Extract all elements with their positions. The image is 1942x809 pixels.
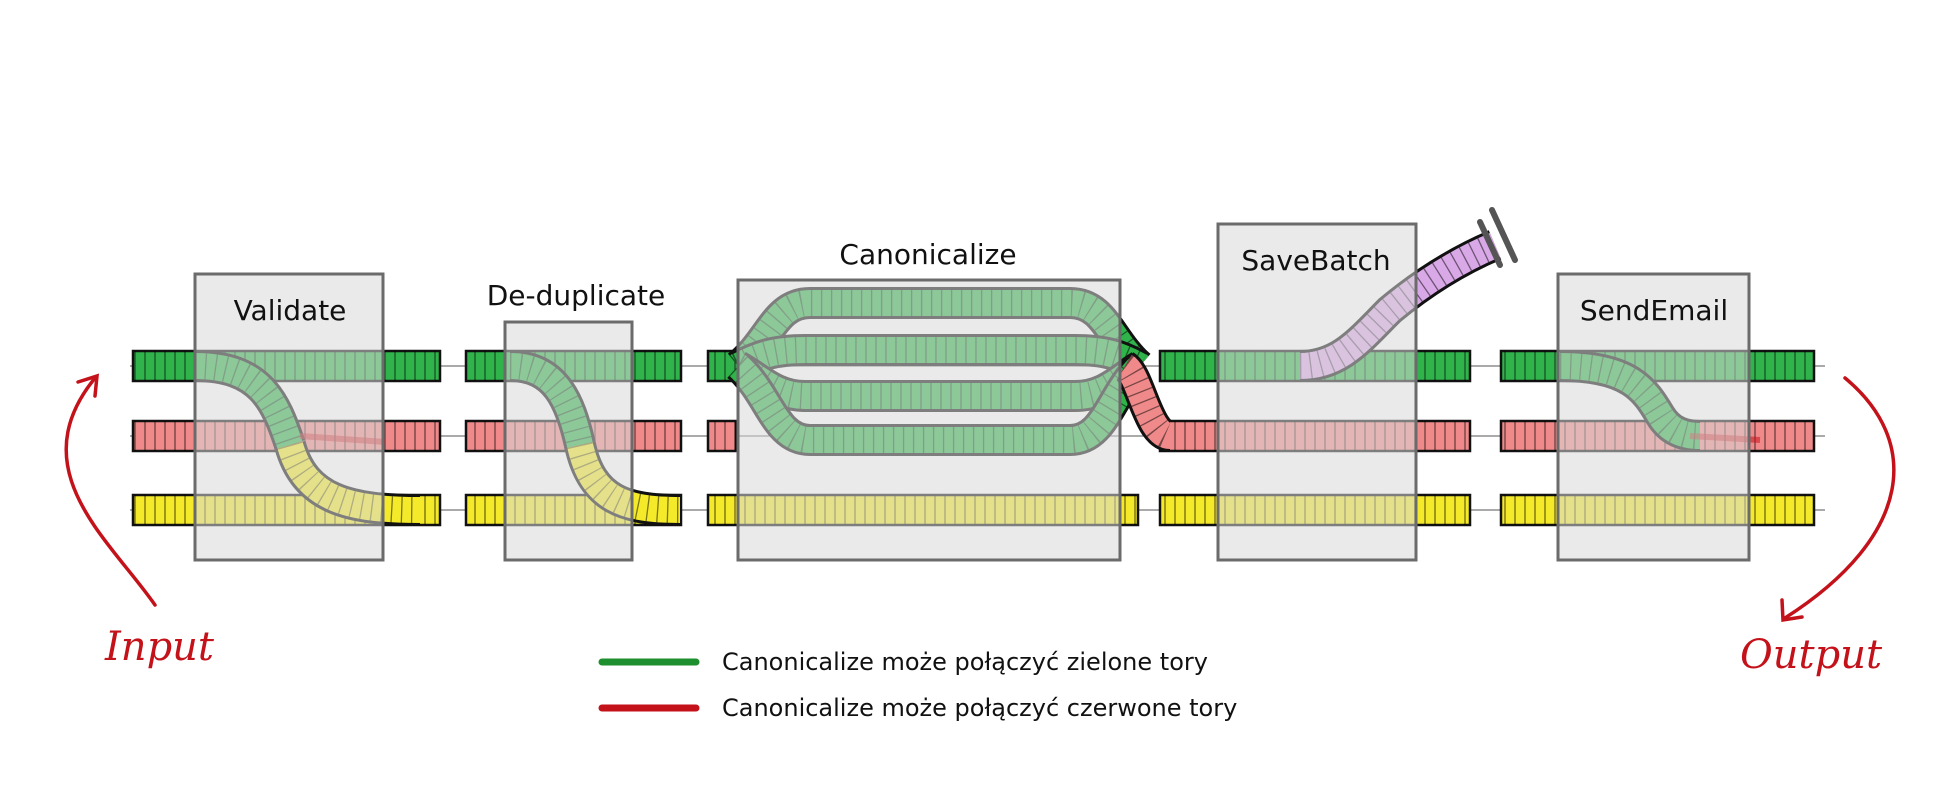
stage-label-validate: Validate <box>234 294 347 327</box>
output-annotation: Output <box>1740 632 1883 678</box>
legend-item-green: Canonicalize może połączyć zielone tory <box>722 648 1208 676</box>
stage-label-savebatch: SaveBatch <box>1241 244 1390 277</box>
legend: Canonicalize może połączyć zielone tory … <box>598 648 1237 722</box>
stage-labels: Validate De-duplicate Canonicalize SaveB… <box>234 238 1729 327</box>
legend-item-red: Canonicalize może połączyć czerwone tory <box>722 694 1237 722</box>
input-arrow-icon <box>64 373 157 607</box>
buffer-stop-icon <box>1477 207 1518 268</box>
stage-box-dedup <box>503 320 634 562</box>
stage-box-sendemail <box>1556 272 1751 562</box>
input-annotation: Input <box>104 624 215 670</box>
stage-box-savebatch <box>1216 222 1418 562</box>
stage-label-canonicalize: Canonicalize <box>839 238 1016 271</box>
stage-boxes <box>193 222 1751 562</box>
stage-label-sendemail: SendEmail <box>1580 294 1728 327</box>
stage-box-validate <box>193 272 385 562</box>
stage-box-canonicalize <box>736 278 1122 562</box>
output-arrow-icon <box>1780 376 1896 623</box>
stage-label-dedup: De-duplicate <box>487 279 666 312</box>
